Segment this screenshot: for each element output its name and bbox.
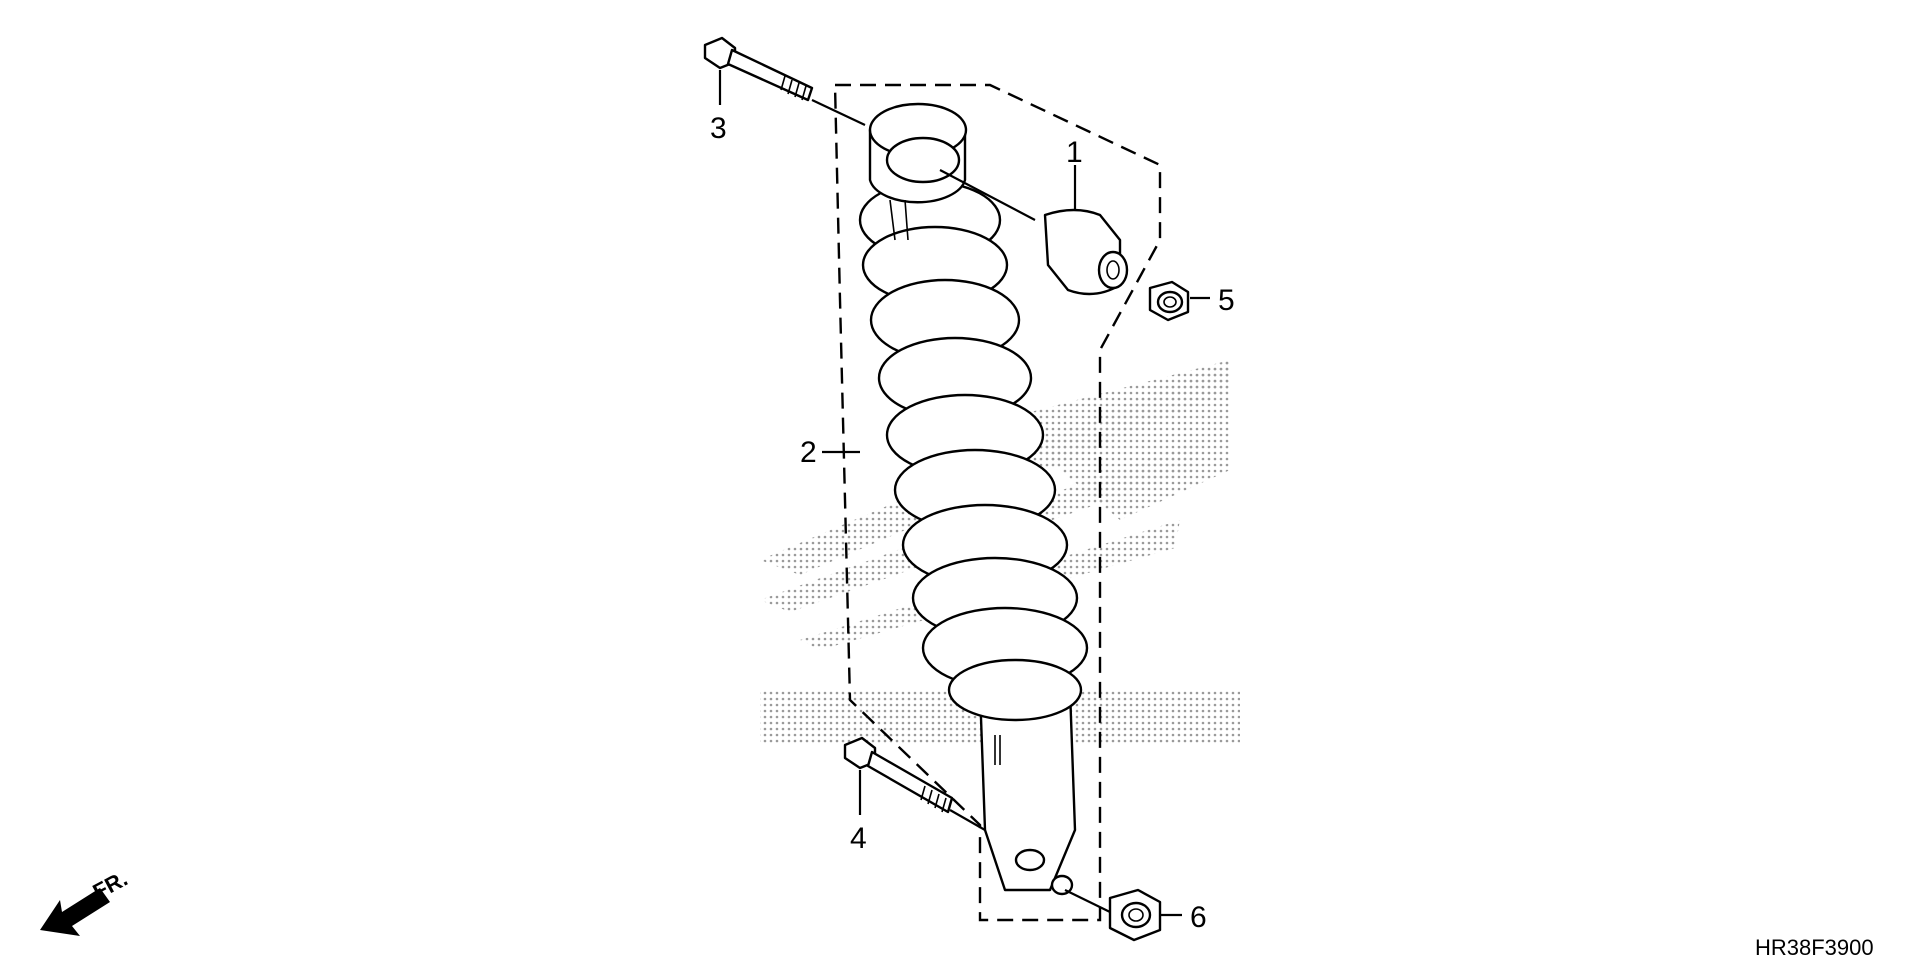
spring-coils xyxy=(858,180,1089,722)
flange-nut-bottom xyxy=(1108,888,1162,942)
callout-4: 4 xyxy=(850,822,867,855)
callout-6: 6 xyxy=(1190,901,1207,934)
leader-lines xyxy=(718,70,1210,917)
callout-5: 5 xyxy=(1218,284,1235,317)
assembly-boundary xyxy=(833,83,1162,922)
bushing-part xyxy=(1043,208,1129,296)
flange-bolt-top xyxy=(703,36,814,102)
callout-2: 2 xyxy=(800,436,817,469)
front-direction-indicator: FR. xyxy=(40,866,132,936)
callout-3: 3 xyxy=(710,112,727,145)
diagram-code: HR38F3900 xyxy=(1755,935,1874,960)
flange-nut-top xyxy=(1148,280,1190,322)
arrow-icon xyxy=(40,888,110,936)
callout-1: 1 xyxy=(1066,136,1083,169)
shock-absorber xyxy=(858,102,1089,896)
flange-bolt-bottom xyxy=(843,736,954,814)
